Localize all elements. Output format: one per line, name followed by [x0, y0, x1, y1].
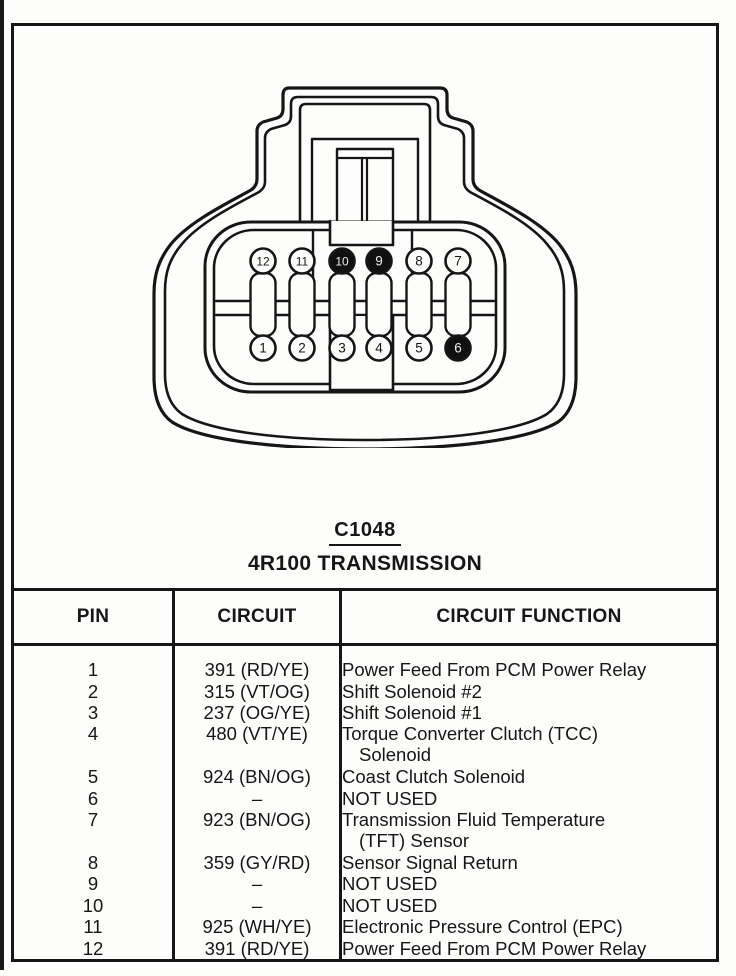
connector-id: C1048 — [329, 519, 401, 546]
circuit-function-cell: Power Feed From PCM Power Relay — [339, 644, 718, 681]
pin-cell: 1 — [87, 659, 99, 680]
latch-box-small — [335, 147, 395, 222]
pin-number-label: 2 — [298, 341, 306, 356]
circuit-cell: 391 (RD/YE) — [172, 937, 341, 961]
table-row: 2 315 (VT/OG)Shift Solenoid #2 — [13, 680, 718, 703]
table-row: 9 –NOT USED — [13, 873, 718, 895]
pin-cavity-10 — [328, 247, 356, 275]
pin-cell: 11 — [83, 916, 103, 938]
pin-cavity-2 — [288, 334, 316, 362]
circuit-function-cell: Sensor Signal Return — [339, 851, 718, 874]
circuit-function-cell: Shift Solenoid #2 — [339, 680, 718, 703]
circuit-cell: 315 (VT/OG) — [172, 680, 341, 703]
pin-number-label: 4 — [375, 341, 383, 356]
circuit-function-cell: Torque Converter Clutch (TCC)Solenoid — [339, 723, 718, 767]
connector-inner-outline — [163, 95, 566, 442]
diagram-caption: C1048 4R100 TRANSMISSION — [11, 519, 719, 576]
table-row: 1 391 (RD/YE)Power Feed From PCM Power Re… — [13, 644, 718, 681]
pin-cell: 7 — [87, 809, 99, 831]
circuit-function-cell: NOT USED — [339, 894, 718, 917]
pin-number-label: 6 — [454, 341, 462, 356]
circuit-function-cell: NOT USED — [339, 787, 718, 810]
pin-cavity-9 — [365, 247, 393, 275]
pin-number-label: 1 — [259, 341, 267, 356]
pin-cell: 12 — [82, 937, 104, 959]
connector-outer-outline — [152, 86, 578, 448]
circuit-cell: 923 (BN/OG) — [172, 809, 341, 852]
table-row: 10 –NOT USED — [13, 894, 718, 917]
pin-number-label: 7 — [454, 254, 462, 269]
circuit-function-cell: Power Feed From PCM Power Relay — [339, 937, 718, 961]
pinout-table: PIN CIRCUIT CIRCUIT FUNCTION 1 391 (RD/YE… — [11, 588, 719, 962]
pin-number-label: 5 — [415, 341, 423, 356]
scan-edge-artifact — [0, 0, 4, 970]
circuit-function-cell: NOT USED — [339, 873, 718, 895]
pin-cell: 4 — [87, 723, 99, 745]
table-row: 11 925 (WH/YE)Electronic Pressure Control… — [13, 916, 718, 938]
pin-cell: 5 — [87, 766, 99, 788]
circuit-cell: – — [172, 894, 341, 917]
table-row: 12 391 (RD/YE)Power Feed From PCM Power R… — [13, 937, 718, 961]
pin-cell: 10 — [82, 894, 104, 916]
pin-cavity-5 — [405, 334, 433, 362]
circuit-function-cell: Shift Solenoid #1 — [339, 702, 718, 724]
table-header-row: PIN CIRCUIT CIRCUIT FUNCTION — [12, 589, 718, 646]
circuit-cell: – — [172, 787, 341, 810]
pin-cell: 3 — [87, 702, 99, 724]
table-row: 5 924 (BN/OG)Coast Clutch Solenoid — [13, 766, 718, 788]
pin-cell: 8 — [87, 851, 99, 873]
pin-number-label: 10 — [335, 255, 349, 269]
circuit-cell: 237 (OG/YE) — [172, 702, 341, 724]
circuit-cell: 359 (GY/RD) — [172, 851, 341, 874]
pin-number-label: 3 — [338, 341, 346, 356]
pin-number-label: 11 — [296, 255, 309, 269]
header-circuit: CIRCUIT — [172, 589, 341, 646]
table-row: 6 –NOT USED — [13, 787, 718, 810]
pin-number-label: 12 — [256, 255, 270, 269]
circuit-cell: – — [172, 873, 341, 895]
circuit-function-cell: Transmission Fluid Temperature(TFT) Sens… — [339, 809, 718, 852]
circuit-cell: 925 (WH/YE) — [172, 916, 341, 938]
keyway-notch — [328, 219, 395, 247]
connector-name: 4R100 TRANSMISSION — [247, 552, 483, 575]
pin-cavity-8 — [405, 247, 433, 275]
pin-cavity-12 — [249, 247, 277, 275]
circuit-function-cell: Coast Clutch Solenoid — [339, 766, 718, 788]
header-pin: PIN — [12, 589, 174, 646]
latch-box-mid — [310, 137, 420, 222]
table-row: 3 237 (OG/YE)Shift Solenoid #1 — [13, 702, 718, 724]
pin-cell: 6 — [87, 787, 99, 809]
pin-number-label: 8 — [415, 254, 423, 269]
pin-cavity-11 — [288, 247, 316, 275]
header-circuit-function: CIRCUIT FUNCTION — [339, 589, 718, 646]
pin-cavity-1 — [249, 334, 277, 362]
circuit-cell: 924 (BN/OG) — [172, 766, 341, 788]
pin-number-label: 9 — [375, 254, 383, 269]
table-row: 7 923 (BN/OG)Transmission Fluid Temperatu… — [13, 809, 718, 852]
pin-cavity-6 — [444, 334, 472, 362]
terminal-slots — [249, 271, 472, 338]
pin-cell: 9 — [87, 873, 99, 895]
pin-cavity-4 — [365, 334, 393, 362]
pin-cavity-7 — [444, 247, 472, 275]
circuit-cell: 480 (VT/YE) — [172, 723, 341, 767]
latch-box-outer — [298, 102, 432, 222]
circuit-function-cell: Electronic Pressure Control (EPC) — [339, 916, 718, 938]
table-row: 8 359 (GY/RD)Sensor Signal Return — [13, 851, 718, 874]
pin-cell: 2 — [87, 680, 99, 702]
circuit-cell: 391 (RD/YE) — [172, 644, 341, 681]
table-row: 4 480 (VT/YE)Torque Converter Clutch (TCC… — [13, 723, 718, 767]
pin-cavity-3 — [328, 334, 356, 362]
